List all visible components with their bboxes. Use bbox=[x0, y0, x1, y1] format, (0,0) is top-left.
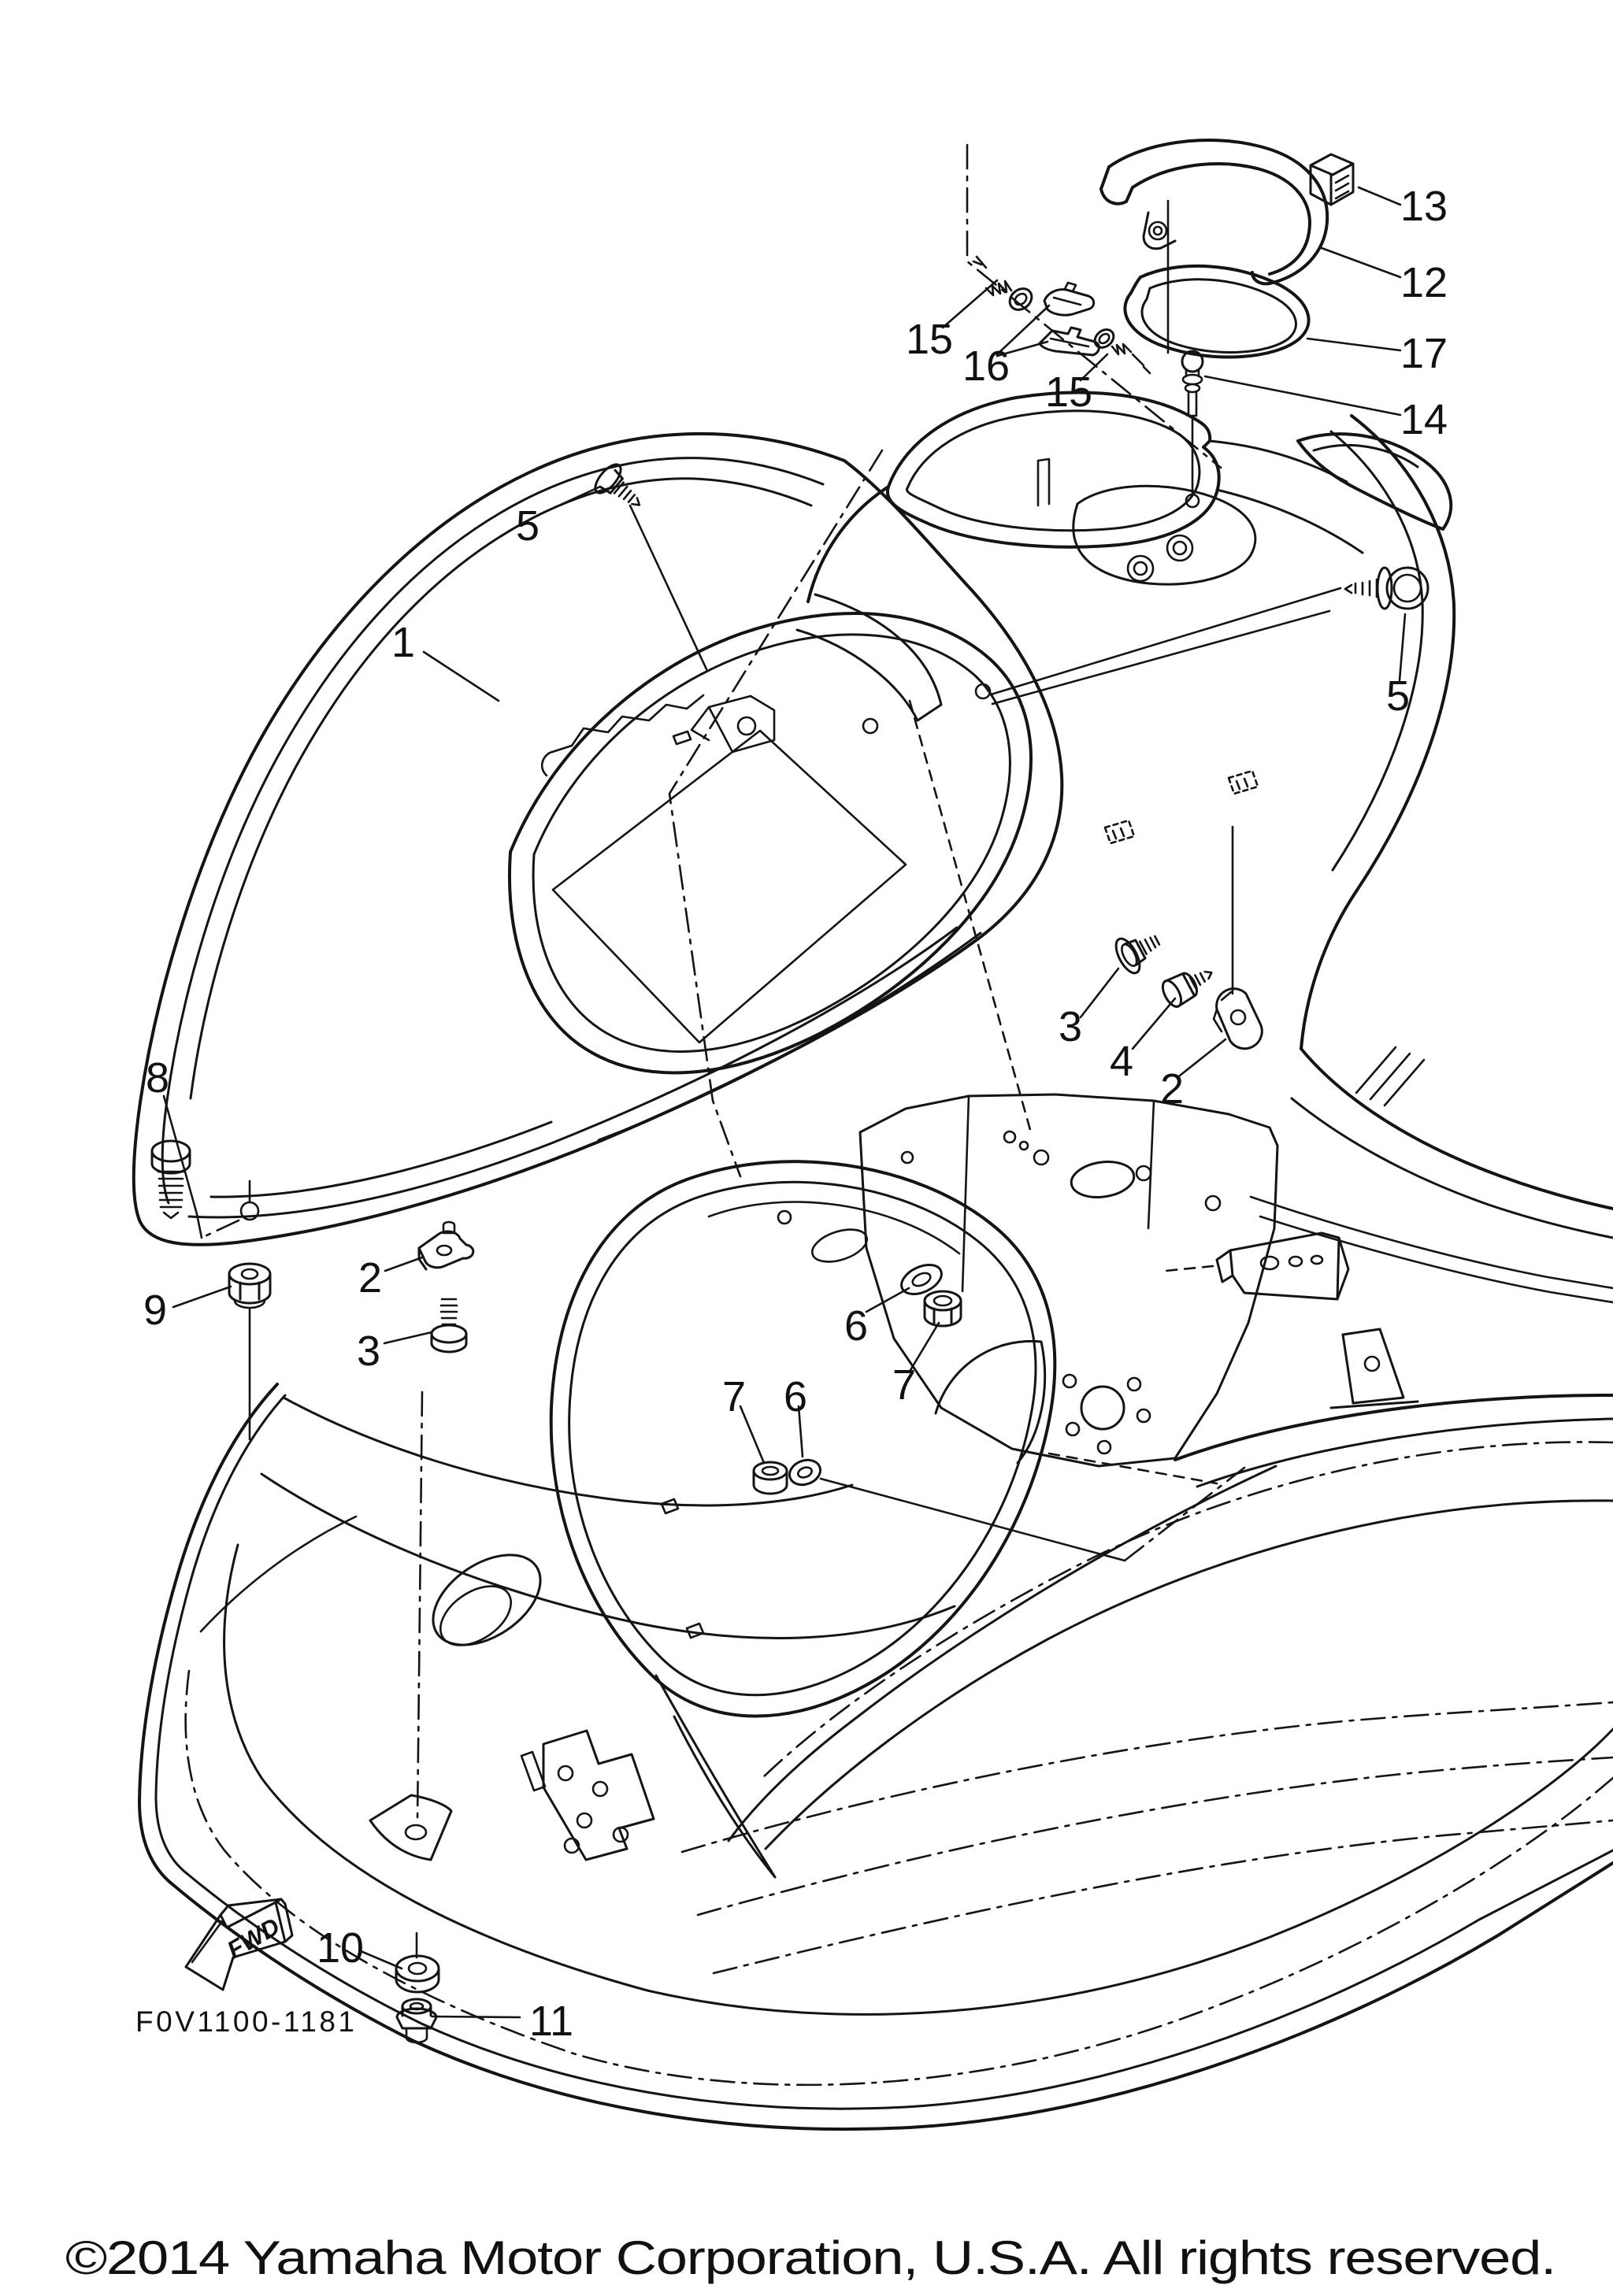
callout-17: 17 bbox=[1400, 330, 1448, 377]
callout-1: 1 bbox=[391, 619, 415, 666]
callout-7: 7 bbox=[892, 1361, 916, 1409]
callout-4: 4 bbox=[1110, 1038, 1133, 1085]
bulkhead bbox=[858, 1046, 1613, 1488]
alignment-marker bbox=[1227, 769, 1259, 795]
step-rail bbox=[1164, 1231, 1350, 1301]
callout-5: 5 bbox=[1386, 672, 1410, 720]
nut-9 bbox=[228, 1262, 272, 1309]
bolt-3a bbox=[430, 1298, 468, 1354]
stud-4 bbox=[1161, 970, 1213, 1008]
callout-3: 3 bbox=[357, 1328, 380, 1375]
fasteners bbox=[150, 463, 1429, 2044]
deck-console bbox=[795, 391, 1456, 1050]
fwd-label: FWD bbox=[222, 1913, 284, 1965]
engine-hood bbox=[132, 431, 1064, 1246]
callout-9: 9 bbox=[143, 1287, 167, 1334]
callout-2: 2 bbox=[358, 1254, 382, 1302]
washer-6a bbox=[900, 1264, 943, 1295]
callout-2: 2 bbox=[1160, 1065, 1184, 1113]
washer-10 bbox=[395, 1954, 440, 1994]
front-mount-bracket bbox=[520, 1729, 655, 1861]
callout-14: 14 bbox=[1400, 396, 1448, 443]
top-cover-parts bbox=[972, 139, 1355, 509]
callout-15: 15 bbox=[906, 316, 953, 363]
bolt-3b bbox=[1114, 935, 1161, 975]
washer-6b bbox=[788, 1458, 821, 1487]
callout-13: 13 bbox=[1400, 183, 1448, 230]
damper-block bbox=[1309, 153, 1355, 206]
callout-6: 6 bbox=[784, 1373, 807, 1420]
callout-5: 5 bbox=[516, 502, 540, 550]
bolt-5-left bbox=[594, 463, 641, 506]
callouts: 1 5 5 8 9 2 3 3 4 2 6 7 7 6 10 11 13 12 … bbox=[143, 183, 1448, 2045]
alignment-marker bbox=[1103, 819, 1136, 845]
callout-7: 7 bbox=[722, 1373, 746, 1420]
callout-8: 8 bbox=[146, 1054, 169, 1102]
bow-pad bbox=[369, 1794, 453, 1861]
callout-15: 15 bbox=[1045, 368, 1092, 416]
part-code: F0V1100-1181 bbox=[135, 2005, 354, 2038]
clip-16a bbox=[1043, 281, 1096, 317]
clip-16b bbox=[1038, 326, 1100, 357]
construction-lines bbox=[200, 143, 1222, 1822]
copyright-line: ©2014 Yamaha Motor Corporation, U.S.A. A… bbox=[65, 2231, 1556, 2284]
callout-3: 3 bbox=[1059, 1003, 1082, 1050]
clamp-2a bbox=[417, 1220, 475, 1271]
nut-7b bbox=[752, 1461, 788, 1495]
bolt-5-right bbox=[1344, 566, 1429, 610]
screw-15b bbox=[1093, 328, 1151, 375]
pin-14 bbox=[1181, 350, 1204, 509]
callout-12: 12 bbox=[1400, 259, 1448, 306]
callout-10: 10 bbox=[317, 1924, 364, 1972]
bolt-8 bbox=[150, 1139, 191, 1220]
nut-7a bbox=[923, 1290, 962, 1328]
clamp-2b bbox=[1212, 987, 1263, 1050]
leader-lines bbox=[162, 186, 1407, 2019]
callout-11: 11 bbox=[529, 1998, 573, 2045]
callout-16: 16 bbox=[962, 343, 1010, 390]
hull bbox=[138, 1160, 1613, 2131]
callout-6: 6 bbox=[844, 1302, 868, 1350]
screw-15a bbox=[972, 255, 1033, 311]
